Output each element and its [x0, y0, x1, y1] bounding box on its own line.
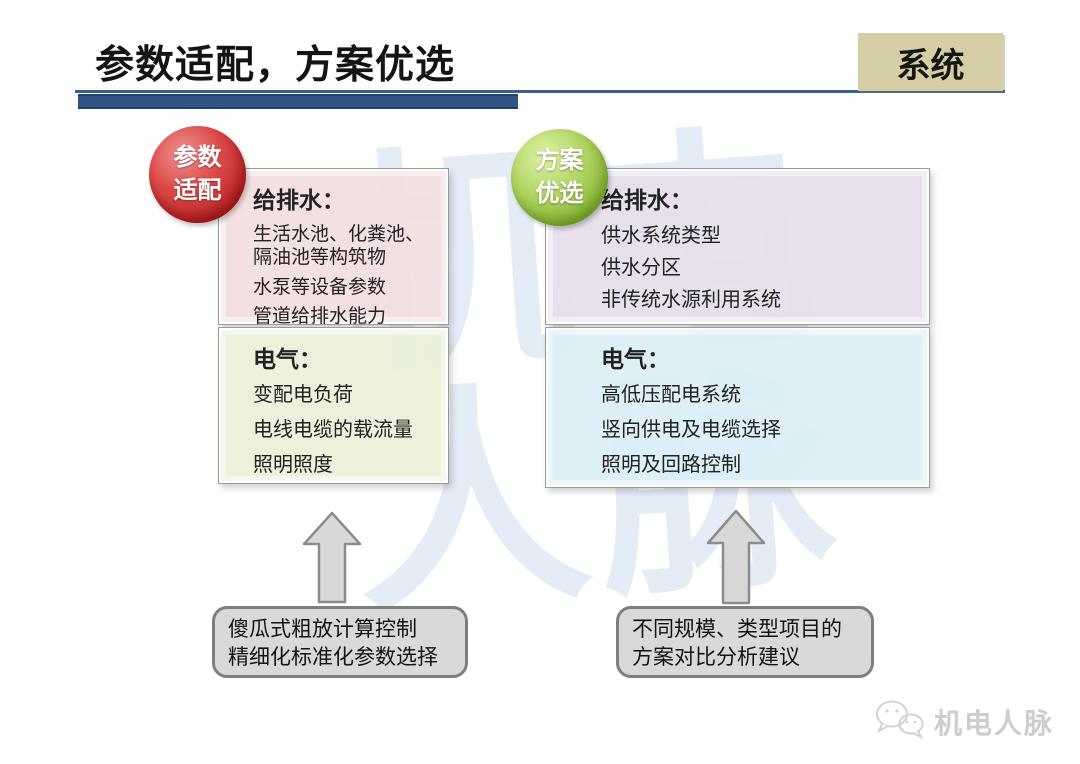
panel-header: 给排水： [601, 187, 693, 213]
panel-item: 变配电负荷 [253, 384, 353, 406]
wechat-bubbles-icon [874, 698, 926, 745]
panel-item: 管道给排水能力 [253, 306, 387, 328]
panel-item: 水泵等设备参数 [253, 276, 387, 298]
panel-item: 照明及回路控制 [601, 454, 741, 476]
panel-left-plumbing: 给排水： 生活水池、化粪池、隔油池等构筑物 水泵等设备参数 管道给排水能力 [218, 168, 449, 327]
up-arrow-icon [705, 509, 767, 610]
panel-right-electrical: 电气： 高低压配电系统 竖向供电及电缆选择 照明及回路控制 [545, 327, 930, 488]
callout-scheme-note: 不同规模、类型项目的方案对比分析建议 [616, 606, 874, 678]
panel-header: 电气： [253, 346, 322, 372]
panel-item: 电线电缆的载流量 [253, 419, 413, 441]
panel-item: 高低压配电系统 [601, 384, 741, 406]
panel-item: 供水系统类型 [601, 225, 721, 247]
page-title: 参数适配，方案优选 [95, 44, 456, 87]
panel-item: 生活水池、化粪池、隔油池等构筑物 [253, 224, 425, 268]
badge-line: 优选 [535, 179, 584, 207]
badge-parameter-match: 参数 适配 [149, 126, 246, 223]
up-arrow-icon [301, 511, 363, 609]
panel-header: 给排水： [253, 187, 345, 213]
panel-left-electrical: 电气： 变配电负荷 电线电缆的载流量 照明照度 [218, 327, 449, 484]
panel-right-plumbing: 给排水： 供水系统类型 供水分区 非传统水源利用系统 [545, 168, 930, 325]
header-rule-thin [75, 90, 1005, 93]
callout-line: 傻瓜式粗放计算控制 [228, 618, 417, 641]
brand-logo-text: 机电人脉 [934, 707, 1055, 739]
callout-text: 不同规模、类型项目的方案对比分析建议 [632, 618, 842, 669]
header-rule-thick [78, 94, 518, 109]
badge-scheme-optimize: 方案 优选 [511, 129, 608, 226]
panel-item: 非传统水源利用系统 [601, 289, 781, 311]
callout-line: 精细化标准化参数选择 [228, 645, 438, 669]
panel-item: 供水分区 [601, 257, 681, 279]
badge-line: 适配 [173, 176, 222, 204]
callout-parameter-note: 傻瓜式粗放计算控制 精细化标准化参数选择 [212, 606, 468, 678]
brand-logo: 机电人脉 [874, 698, 1054, 745]
panel-item: 照明照度 [253, 454, 333, 476]
panel-header: 电气： [601, 346, 670, 372]
badge-line: 参数 [173, 144, 222, 172]
panel-item: 竖向供电及电缆选择 [601, 419, 781, 441]
badge-line: 方案 [535, 147, 584, 175]
corner-tag-system: 系统 [858, 33, 1003, 91]
